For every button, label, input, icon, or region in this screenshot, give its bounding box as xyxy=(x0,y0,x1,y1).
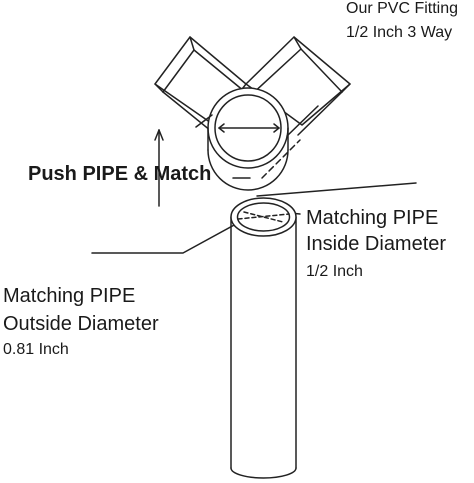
outside-diameter-value: 0.81 Inch xyxy=(3,341,69,358)
outside-diameter-leader xyxy=(91,211,259,254)
pvc-pipe xyxy=(230,197,297,479)
push-arrow xyxy=(154,129,164,207)
outside-diameter-label-line1: Matching PIPE xyxy=(3,285,136,307)
inside-diameter-value: 1/2 Inch xyxy=(306,263,363,280)
pipe-top-leader xyxy=(256,182,417,197)
socket-leader-left xyxy=(195,114,213,128)
outside-diameter-label-line2: Outside Diameter xyxy=(3,313,159,335)
socket-leader-right xyxy=(286,105,319,137)
inside-diameter-label-line1: Matching PIPE xyxy=(306,207,439,229)
push-instruction: Push PIPE & Match xyxy=(28,163,212,185)
socket-dashed-leader xyxy=(261,139,301,179)
inside-diameter-label-line2: Inside Diameter xyxy=(306,233,447,255)
fitting-socket xyxy=(207,87,289,191)
fitting-spec: 1/2 Inch 3 Way xyxy=(346,24,453,41)
fitting-title: Our PVC Fitting xyxy=(346,0,459,17)
